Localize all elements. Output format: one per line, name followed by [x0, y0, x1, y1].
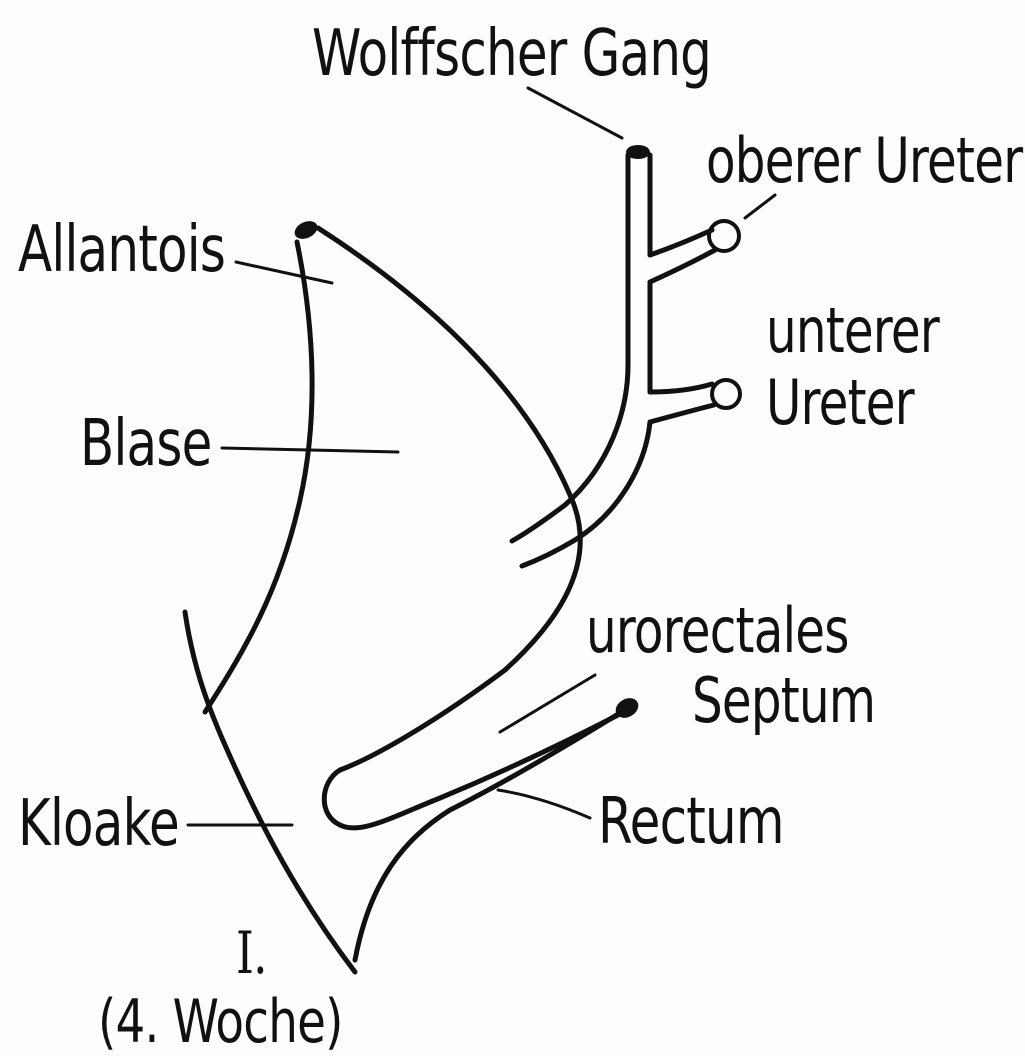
leader-allantois — [236, 262, 332, 283]
wolffian-duct-right — [522, 155, 650, 566]
label-urorectales: urorectales — [586, 600, 849, 662]
upper-ureter-bud — [650, 230, 715, 282]
label-ureter: Ureter — [766, 372, 914, 434]
label-blase: Blase — [80, 412, 212, 476]
lower-ureter-tip — [712, 380, 740, 408]
wolffian-duct-left — [512, 155, 628, 541]
leader-wolffscher-gang — [528, 88, 622, 138]
label-stage-week: (4. Woche) — [98, 992, 343, 1052]
allantois-tip — [292, 218, 321, 243]
leader-rectum — [498, 790, 590, 818]
label-wolffscher-gang: Wolffscher Gang — [312, 22, 711, 86]
bladder-outline-right — [318, 228, 580, 770]
wolffian-duct-top — [626, 145, 650, 159]
leader-oberer-ureter — [745, 195, 775, 218]
label-kloake: Kloake — [18, 792, 179, 856]
leader-urorectales — [500, 675, 595, 732]
label-stage-numeral: I. — [236, 924, 267, 982]
label-septum: Septum — [692, 670, 875, 732]
label-unterer: unterer — [766, 300, 939, 362]
label-oberer-ureter: oberer Ureter — [706, 130, 1022, 192]
label-rectum: Rectum — [598, 790, 784, 854]
bladder-outline-left — [205, 242, 312, 712]
leader-blase — [222, 448, 398, 452]
lower-ureter-bud — [650, 384, 714, 422]
label-allantois: Allantois — [18, 218, 225, 282]
cloaca-outer-wall — [185, 612, 355, 972]
upper-ureter-tip — [709, 221, 739, 251]
rectum-lower-wall — [355, 708, 628, 960]
